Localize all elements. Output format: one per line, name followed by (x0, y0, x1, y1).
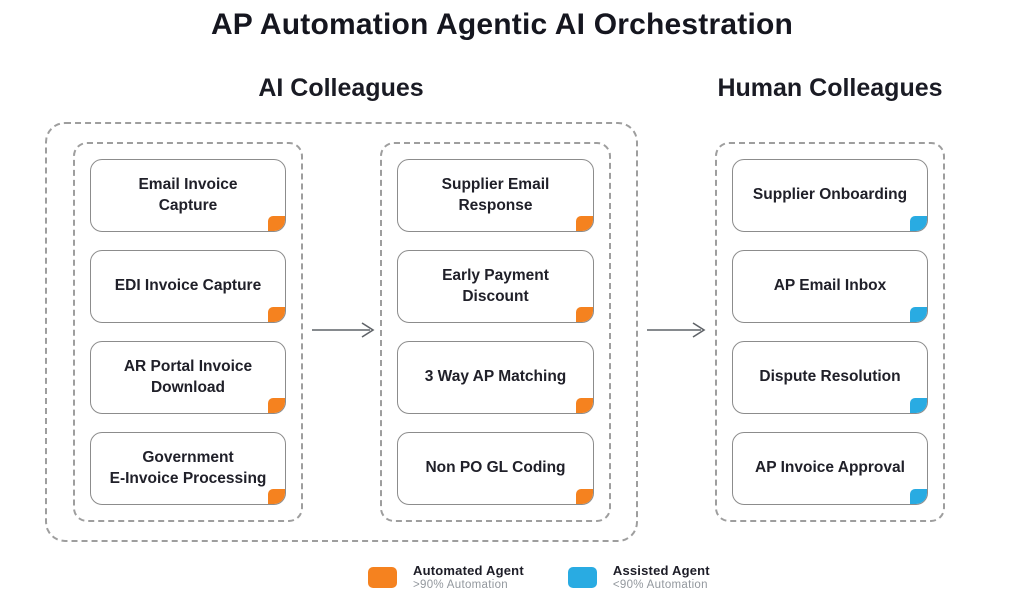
automation-corner-marker-icon (268, 398, 285, 413)
automation-corner-marker-icon (910, 307, 927, 322)
task-card-supplier-email-response: Supplier Email Response (397, 159, 594, 232)
task-card-label: Government E-Invoice Processing (109, 449, 267, 487)
task-card-label: AP Invoice Approval (755, 459, 905, 477)
automation-corner-marker-icon (910, 216, 927, 231)
task-card-edi-invoice-capture: EDI Invoice Capture (90, 250, 286, 323)
flow-arrow-ai-to-ai-icon (312, 322, 375, 338)
task-card-ar-portal-invoice-download: AR Portal Invoice Download (90, 341, 286, 414)
automation-corner-marker-icon (268, 216, 285, 231)
legend-sublabel: >90% Automation (413, 579, 508, 591)
assisted-agent-swatch-icon (567, 567, 597, 588)
task-card-government-e-invoice-processing: Government E-Invoice Processing (90, 432, 286, 505)
section-header-ai-colleagues: AI Colleagues (258, 74, 424, 102)
automation-corner-marker-icon (910, 489, 927, 504)
task-card-label: Supplier Onboarding (752, 186, 908, 204)
task-card-3-way-ap-matching: 3 Way AP Matching (397, 341, 594, 414)
ai-colleagues-outer-group (45, 122, 638, 542)
task-card-ap-email-inbox: AP Email Inbox (732, 250, 928, 323)
automation-corner-marker-icon (910, 398, 927, 413)
task-card-label: Early Payment Discount (442, 267, 549, 305)
flow-arrow-ai-to-human-icon (647, 322, 706, 338)
automation-corner-marker-icon (268, 307, 285, 322)
task-card-label: AR Portal Invoice Download (123, 358, 253, 396)
task-card-label: Email Invoice Capture (138, 176, 238, 214)
task-card-label: 3 Way AP Matching (424, 368, 567, 386)
automation-corner-marker-icon (576, 216, 593, 231)
task-card-label: EDI Invoice Capture (114, 277, 262, 295)
legend: Automated Agent >90% Automation Assisted… (368, 563, 710, 591)
legend-item-assisted-agent: Assisted Agent <90% Automation (567, 563, 710, 591)
legend-item-automated-agent: Automated Agent >90% Automation (368, 563, 524, 591)
task-card-label: Supplier Email Response (441, 176, 550, 214)
task-card-dispute-resolution: Dispute Resolution (732, 341, 928, 414)
task-card-label: AP Email Inbox (773, 277, 887, 295)
automation-corner-marker-icon (576, 307, 593, 322)
task-card-label: Non PO GL Coding (425, 459, 566, 477)
task-card-ap-invoice-approval: AP Invoice Approval (732, 432, 928, 505)
task-card-non-po-gl-coding: Non PO GL Coding (397, 432, 594, 505)
task-card-early-payment-discount: Early Payment Discount (397, 250, 594, 323)
legend-label: Automated Agent (413, 563, 524, 578)
section-header-human-colleagues: Human Colleagues (717, 74, 943, 102)
page-title: AP Automation Agentic AI Orchestration (210, 8, 794, 41)
automation-corner-marker-icon (576, 398, 593, 413)
task-card-label: Dispute Resolution (759, 368, 901, 386)
legend-sublabel: <90% Automation (612, 579, 708, 591)
legend-label: Assisted Agent (612, 563, 710, 578)
automation-corner-marker-icon (576, 489, 593, 504)
task-card-supplier-onboarding: Supplier Onboarding (732, 159, 928, 232)
task-card-email-invoice-capture: Email Invoice Capture (90, 159, 286, 232)
automated-agent-swatch-icon (368, 567, 397, 588)
automation-corner-marker-icon (268, 489, 285, 504)
